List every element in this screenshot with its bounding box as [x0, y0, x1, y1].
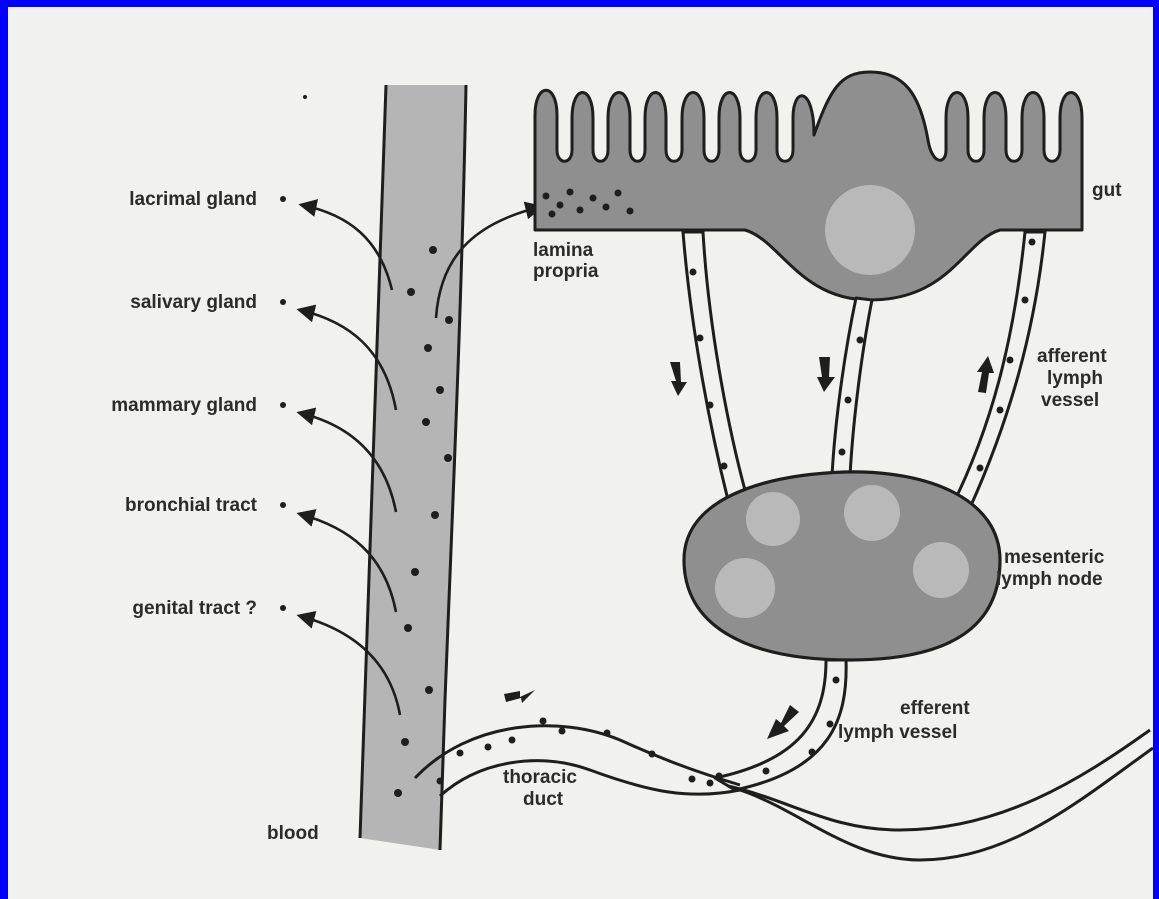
label-afferent: afferent [1037, 346, 1107, 367]
label-afferent-vessel: vessel [1041, 390, 1099, 411]
label-duct: duct [523, 789, 564, 810]
label-genital-tract: genital tract ? [132, 598, 257, 619]
label-bronchial-tract: bronchial tract [125, 495, 258, 516]
label-lamina: lamina [533, 240, 594, 261]
label-lymph-node: lymph node [996, 569, 1103, 590]
label-mammary-gland: mammary gland [111, 395, 257, 416]
label-afferent-lymph: lymph [1047, 368, 1103, 389]
label-efferent-lymph-vessel: lymph vessel [838, 722, 957, 743]
lymphocyte-homing-diagram: lacrimal gland salivary gland mammary gl… [8, 7, 1153, 899]
label-mesenteric: mesenteric [1004, 547, 1105, 568]
label-blood: blood [267, 823, 319, 844]
label-efferent: efferent [900, 698, 970, 719]
label-lacrimal-gland: lacrimal gland [129, 189, 257, 210]
diagram-canvas: lacrimal gland salivary gland mammary gl… [8, 7, 1153, 899]
gut-wall [535, 72, 1082, 300]
efferent-lymph-vessel [715, 660, 846, 790]
label-propria: propria [533, 261, 599, 282]
label-thoracic: thoracic [503, 767, 577, 788]
blood-vessel [360, 85, 466, 850]
label-gut: gut [1092, 180, 1122, 201]
peyers-patch-follicle [825, 185, 915, 275]
label-salivary-gland: salivary gland [130, 292, 257, 313]
speck [303, 95, 307, 99]
mesenteric-lymph-node [684, 472, 1000, 660]
